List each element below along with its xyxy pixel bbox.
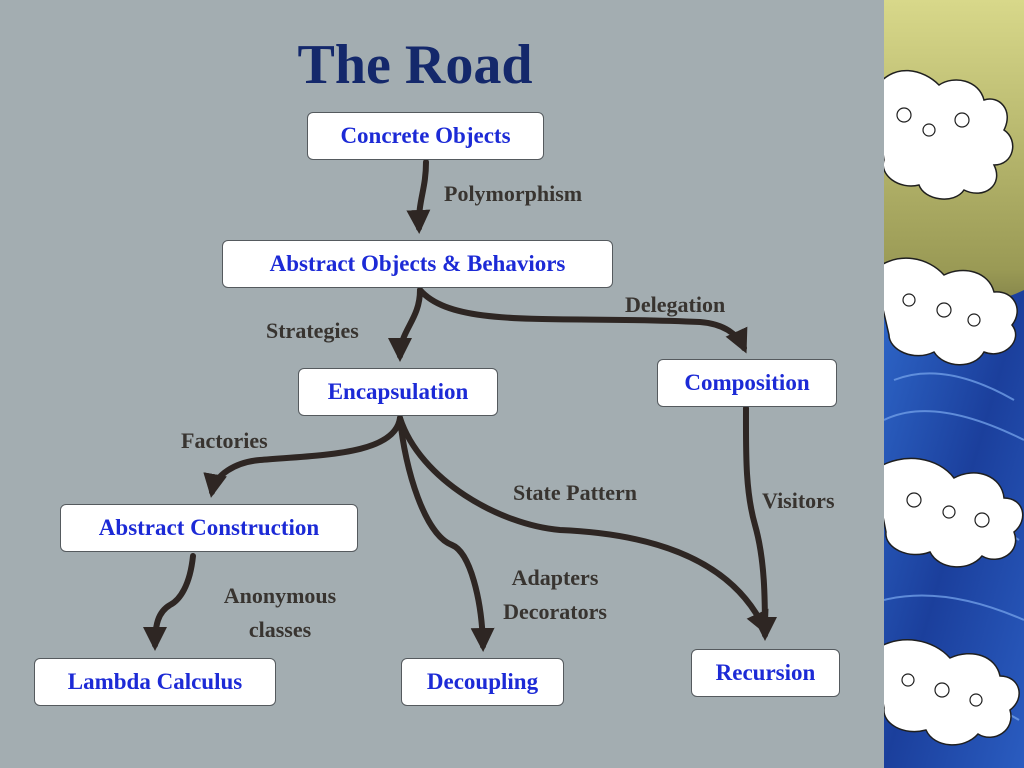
node-decoupling: Decoupling [401, 658, 564, 706]
node-abstract-objects-behaviors: Abstract Objects & Behaviors [222, 240, 613, 288]
edge-label-decorators: Decorators [503, 599, 607, 624]
edge-label-adapters: Adapters [511, 565, 599, 590]
wave-decoration-icon [884, 0, 1024, 768]
edge-label-strategies: Strategies [266, 318, 359, 343]
arrow-anonymous-classes [143, 553, 196, 651]
edge-label-polymorphism: Polymorphism [444, 181, 583, 206]
edge-label-visitors: Visitors [762, 488, 835, 513]
edge-label-classes: classes [248, 617, 312, 642]
node-encapsulation: Encapsulation [298, 368, 498, 416]
arrow-delegation [417, 287, 748, 354]
node-abstract-construction: Abstract Construction [60, 504, 358, 552]
arrow-state-pattern [397, 415, 769, 636]
arrow-adapters-decorators [397, 415, 495, 652]
arrow-factories [203, 415, 403, 498]
arrow-strategies [388, 287, 423, 362]
arrow-polymorphism [406, 159, 431, 234]
edge-label-anonymous: Anonymous [223, 583, 337, 608]
node-lambda-calculus: Lambda Calculus [34, 658, 276, 706]
edge-label-adapters-decorators: Adapters Decorators [486, 561, 624, 629]
connector-arrows [143, 159, 777, 652]
arrow-visitors [742, 405, 777, 641]
edge-label-anonymous-classes: Anonymous classes [204, 579, 356, 647]
node-composition: Composition [657, 359, 837, 407]
node-concrete-objects: Concrete Objects [307, 112, 544, 160]
node-recursion: Recursion [691, 649, 840, 697]
edge-label-state-pattern: State Pattern [513, 480, 638, 505]
edge-label-factories: Factories [181, 428, 268, 453]
edge-label-delegation: Delegation [625, 292, 726, 317]
slide-title: The Road [297, 34, 533, 96]
